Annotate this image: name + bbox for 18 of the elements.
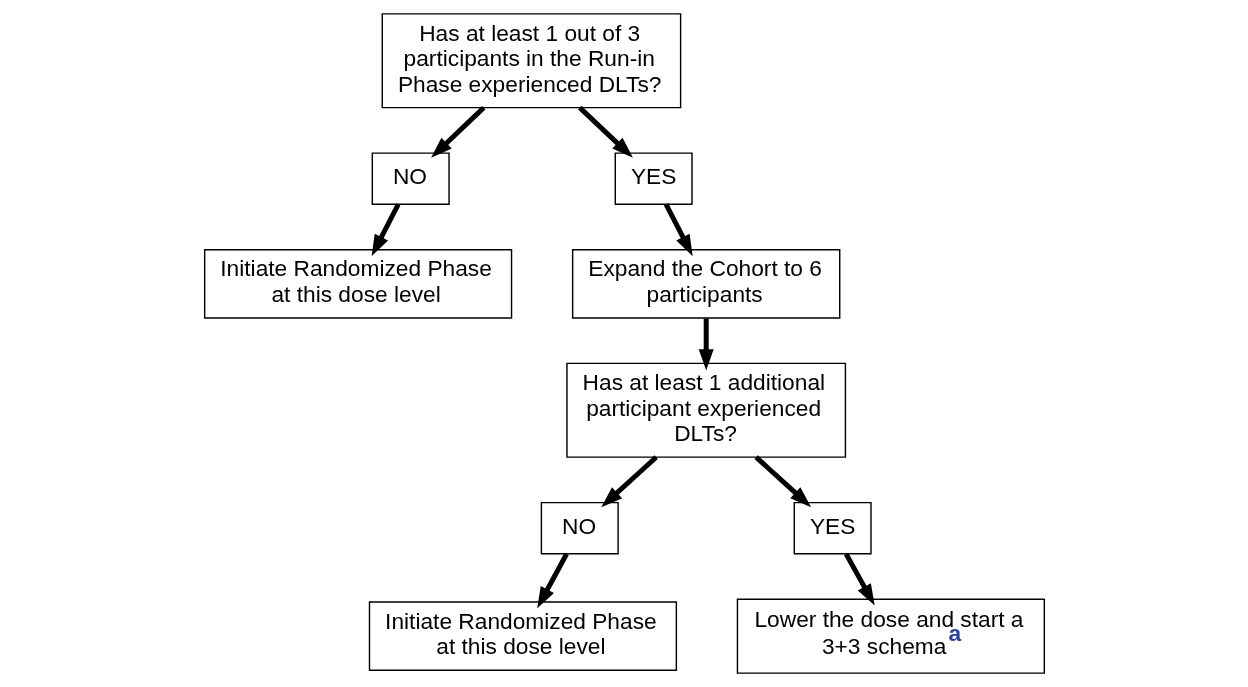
node-box: YES <box>614 152 693 205</box>
node-box: YES <box>793 501 872 555</box>
node-box: NO <box>371 152 450 205</box>
arrow <box>536 552 569 609</box>
arrow <box>600 455 658 508</box>
node-box: Initiate Randomized Phase at this dose level <box>203 249 512 319</box>
arrow <box>371 203 400 257</box>
arrow <box>430 105 485 158</box>
node-box: Expand the Cohort to 6 participants <box>571 249 840 319</box>
arrow <box>663 203 693 257</box>
node-box: Initiate Randomized Phase at this dose level <box>368 601 677 671</box>
node-box: Has at least 1 out of 3 participants in the Run-in Phase experienced DLTs? <box>381 13 681 109</box>
arrow <box>754 455 811 508</box>
arrow <box>843 552 875 606</box>
node-box: Has at least 1 additional participant experienced DLTs? <box>565 362 846 458</box>
node-box: NO <box>540 501 619 555</box>
arrow <box>577 105 633 158</box>
arrow <box>698 318 714 371</box>
